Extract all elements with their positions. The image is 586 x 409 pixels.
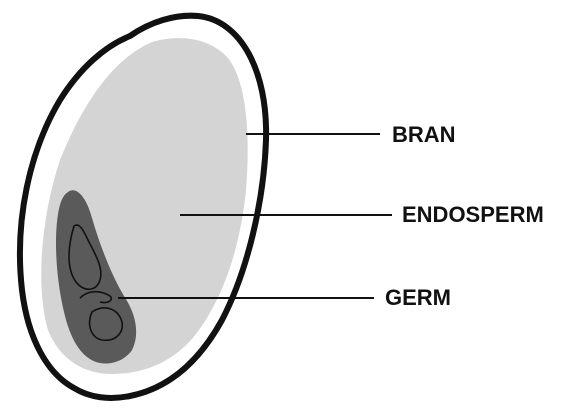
germ-label: GERM	[385, 287, 451, 309]
endosperm-label: ENDOSPERM	[402, 204, 544, 226]
bran-label: BRAN	[392, 124, 456, 146]
